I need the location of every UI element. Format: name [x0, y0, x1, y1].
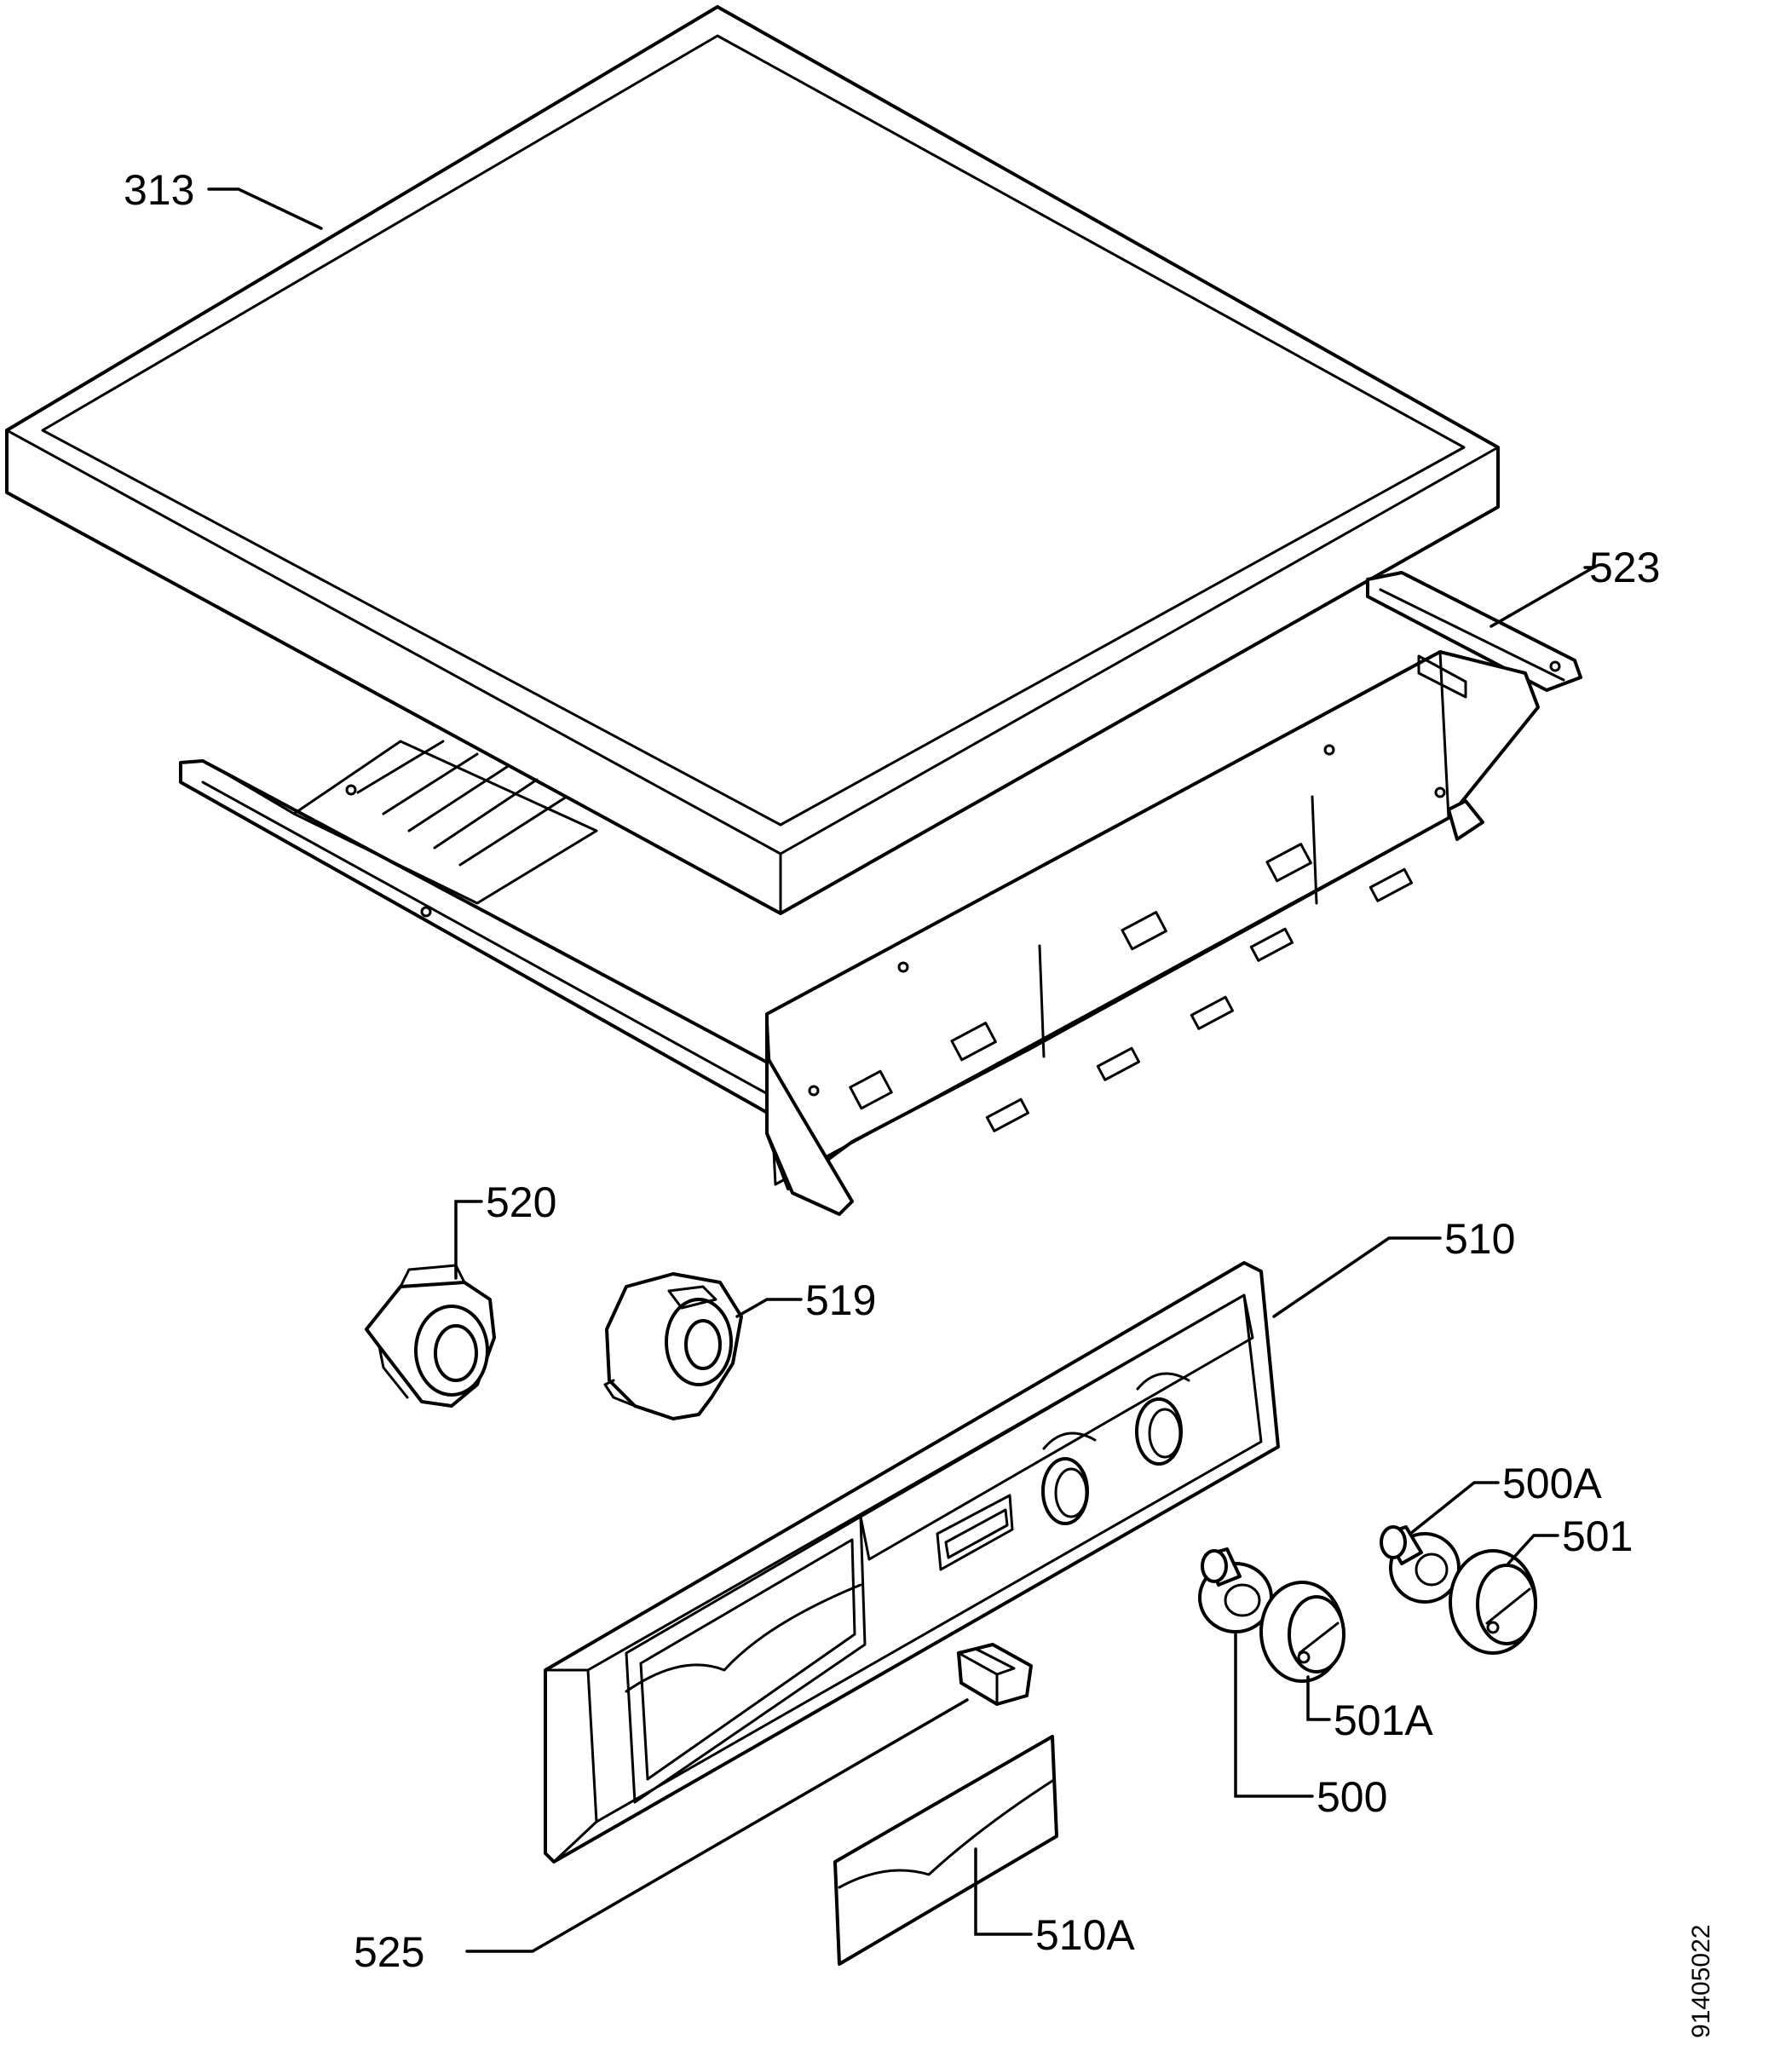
handle-insert-510A: [833, 1735, 1058, 1966]
knob-shaft-500A: [1380, 1525, 1461, 1604]
label-519: 519: [805, 1276, 876, 1324]
leader-lines: [207, 187, 1599, 1953]
document-number: 91405022: [1687, 1925, 1715, 2038]
label-500A: 500A: [1502, 1460, 1602, 1507]
label-501: 501: [1562, 1512, 1633, 1560]
label-313: 313: [124, 166, 194, 214]
switch-housing-519: [603, 1272, 743, 1420]
control-panel-510: [544, 1261, 1280, 1864]
part-labels: 313 523 520 519 510 500A 501 501A 500 52…: [124, 166, 1660, 1976]
label-520: 520: [486, 1178, 556, 1226]
knob-501A: [1259, 1581, 1345, 1683]
label-525: 525: [354, 1928, 424, 1976]
support-frame-523: [179, 571, 1582, 1216]
switch-520: [365, 1264, 496, 1408]
label-510: 510: [1444, 1215, 1515, 1263]
label-523: 523: [1589, 544, 1660, 591]
knob-shaft-500: [1198, 1547, 1273, 1633]
knob-501: [1449, 1549, 1537, 1655]
top-cover-panel-313: [5, 5, 1500, 915]
label-510A: 510A: [1035, 1911, 1135, 1959]
label-501A: 501A: [1334, 1696, 1433, 1744]
switch-525: [957, 1643, 1033, 1706]
label-500: 500: [1317, 1773, 1387, 1821]
